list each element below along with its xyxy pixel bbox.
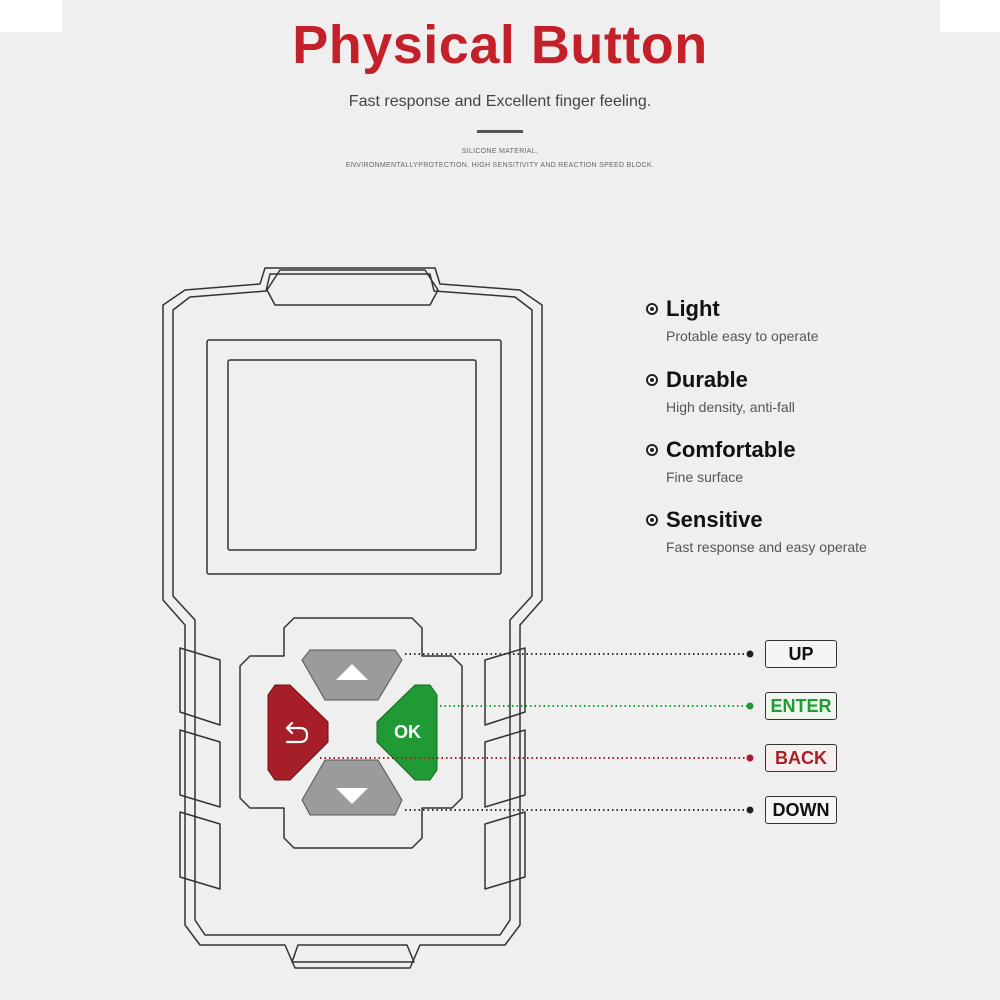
- leader-dot-back: [746, 754, 754, 762]
- down-triangle-icon: [336, 788, 368, 804]
- feature-description: High density, anti-fall: [666, 399, 795, 415]
- bullet-icon: [646, 303, 658, 315]
- ok-key-label: OK: [394, 722, 421, 742]
- right-grip-1: [484, 647, 526, 726]
- down-key: [301, 759, 403, 816]
- right-grip-2: [484, 729, 526, 808]
- device-body-outline: [162, 267, 543, 969]
- left-grip-3: [179, 811, 221, 890]
- feature-description: Fast response and easy operate: [666, 539, 867, 555]
- right-grip-3: [484, 811, 526, 890]
- page-subtitle: Fast response and Excellent finger feeli…: [348, 93, 652, 110]
- title-divider: [477, 130, 523, 133]
- left-grip-2: [179, 729, 221, 808]
- label-enter: ENTER: [765, 692, 837, 720]
- label-up: UP: [765, 640, 837, 668]
- device-inner-outline: [172, 273, 533, 936]
- page-title: Physical Button: [292, 15, 708, 75]
- feature-description: Fine surface: [666, 469, 744, 485]
- screen-bezel: [206, 339, 502, 575]
- bullet-icon: [646, 374, 658, 386]
- label-back: BACK: [765, 744, 837, 772]
- screen: [227, 359, 477, 551]
- bullet-icon: [646, 444, 658, 456]
- ok-key: [376, 684, 438, 781]
- left-grip-1: [179, 647, 221, 726]
- feature-title: Light: [666, 296, 720, 321]
- leader-dot-up: [746, 650, 754, 658]
- label-down: DOWN: [765, 796, 837, 824]
- bullet-icon: [646, 514, 658, 526]
- back-arrow-icon: [285, 721, 309, 744]
- top-notch: [266, 269, 439, 306]
- feature-title: Comfortable: [666, 437, 796, 462]
- feature-title: Durable: [666, 367, 748, 392]
- leader-dot-enter: [746, 702, 754, 710]
- feature-description: Protable easy to operate: [666, 328, 819, 344]
- top-strip-right: [940, 0, 1000, 32]
- keypad-frame: [239, 617, 463, 849]
- leader-dot-down: [746, 806, 754, 814]
- top-strip-left: [0, 0, 62, 32]
- fine-print-line-1: SILICONE MATERIAL,: [461, 148, 539, 155]
- bottom-notch: [291, 944, 415, 963]
- fine-print-line-2: ENVIRONMENTALLYPROTECTION. HIGH SENSITIV…: [345, 162, 655, 169]
- feature-title: Sensitive: [666, 507, 763, 532]
- back-key: [267, 684, 329, 781]
- up-triangle-icon: [336, 664, 368, 680]
